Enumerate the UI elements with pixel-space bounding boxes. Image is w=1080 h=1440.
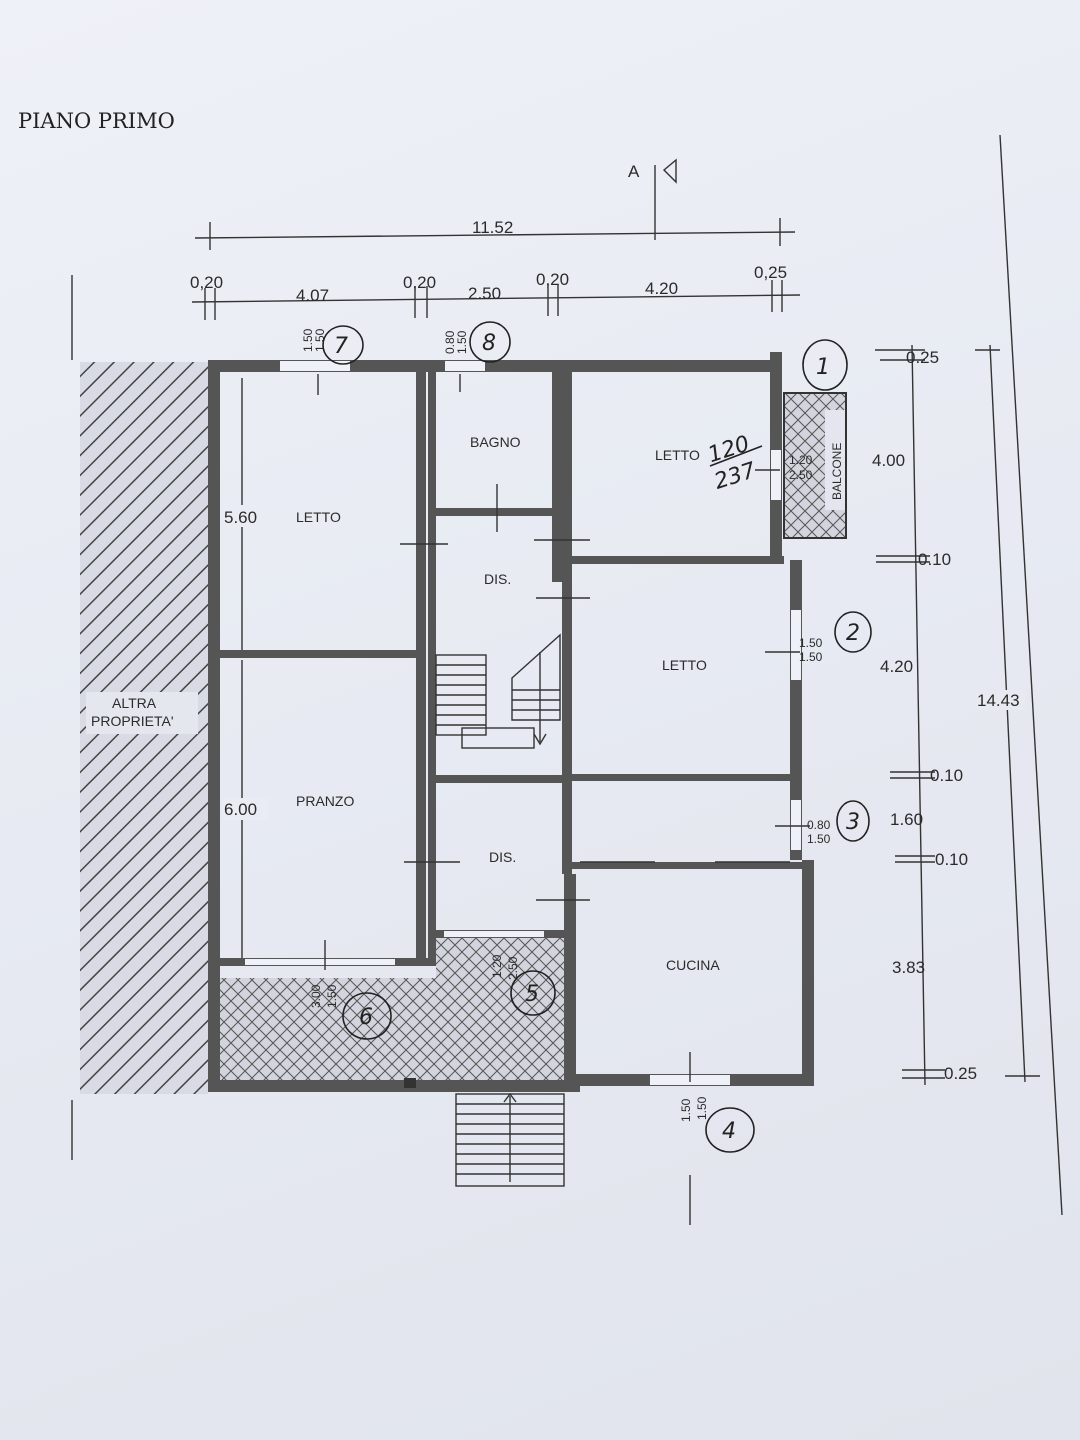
- dim-right-3: 0.10: [918, 550, 951, 569]
- hand-number-4: 4: [722, 1119, 736, 1144]
- section-arrow-icon: [662, 158, 677, 184]
- opening-4-b: 1.50: [695, 1096, 709, 1120]
- room-dis-bottom: DIS.: [489, 849, 516, 865]
- opening-3-b: 1.50: [807, 832, 831, 846]
- dim-right-5: 0.10: [930, 766, 963, 785]
- opening-2-b: 1.50: [799, 650, 823, 664]
- dim-top-2: 4.07: [296, 286, 329, 305]
- hand-number-1: 1: [816, 355, 830, 380]
- dim-top-6: 4.20: [645, 279, 678, 298]
- opening-3-a: 0.80: [807, 818, 831, 832]
- dim-top-5: 0,20: [536, 270, 569, 289]
- dim-top-7: 0,25: [754, 263, 787, 282]
- room-pranzo: PRANZO: [296, 793, 354, 809]
- dim-height-2: 6.00: [224, 800, 257, 819]
- opening-1-a: 1.20: [789, 453, 813, 467]
- balcone-label: BALCONE: [830, 443, 844, 500]
- opening-6-a: 3.00: [309, 984, 323, 1008]
- dim-line-total-top: [194, 231, 796, 239]
- hand-number-8: 8: [482, 331, 496, 356]
- dim-chain-right-total: [989, 344, 1026, 1083]
- external-stairs: [455, 1092, 565, 1187]
- dim-top-4: 2.50: [468, 284, 501, 303]
- dim-right-6: 1.60: [890, 810, 923, 829]
- opening-8-a: 0.80: [443, 330, 457, 354]
- internal-stairs: [435, 633, 561, 749]
- dim-line-partials-top: [191, 294, 801, 303]
- dim-total-top: 11.52: [472, 218, 513, 237]
- dim-right-9: 0.25: [944, 1064, 977, 1083]
- dim-right-1: 0.25: [906, 348, 939, 367]
- dim-right-total: 14.43: [977, 691, 1020, 710]
- hand-number-3: 3: [846, 810, 860, 835]
- dim-right-7: 0.10: [935, 850, 968, 869]
- opening-5-a: 1.20: [490, 954, 504, 978]
- hand-number-2: 2: [846, 621, 860, 646]
- opening-6-b: 1.50: [325, 984, 339, 1008]
- opening-4-a: 1.50: [679, 1098, 693, 1122]
- opening-1-b: 2.50: [789, 468, 813, 482]
- room-letto-left: LETTO: [296, 509, 341, 525]
- dim-top-1: 0,20: [190, 273, 223, 292]
- room-bagno: BAGNO: [470, 434, 521, 450]
- dim-right-8: 3.83: [892, 958, 925, 977]
- hand-number-6: 6: [359, 1005, 373, 1030]
- hand-number-5: 5: [525, 982, 539, 1007]
- door-marks: [317, 374, 810, 1082]
- altra-label-1: ALTRA: [112, 695, 157, 711]
- opening-8-b: 1.50: [455, 330, 469, 354]
- plan-title: PIANO PRIMO: [18, 109, 175, 133]
- dim-top-3: 0,20: [403, 273, 436, 292]
- dim-height-1: 5.60: [224, 508, 257, 527]
- dim-right-4: 4.20: [880, 657, 913, 676]
- room-cucina: CUCINA: [666, 957, 720, 973]
- opening-7-b: 1.50: [313, 328, 327, 352]
- opening-2-a: 1.50: [799, 636, 823, 650]
- terrace-area: [220, 978, 564, 1080]
- handwritten-circles: [322, 321, 872, 1153]
- section-marker: A: [628, 162, 640, 181]
- altra-label-2: PROPRIETA': [91, 713, 174, 729]
- room-letto-top-right: LETTO: [655, 447, 700, 463]
- room-letto-mid-right: LETTO: [662, 657, 707, 673]
- dim-right-2: 4.00: [872, 451, 905, 470]
- opening-5-b: 2.50: [506, 956, 520, 980]
- hand-number-7: 7: [334, 334, 348, 359]
- dim-chain-right: [911, 344, 926, 1086]
- opening-7-a: 1.50: [301, 328, 315, 352]
- room-dis-top: DIS.: [484, 571, 511, 587]
